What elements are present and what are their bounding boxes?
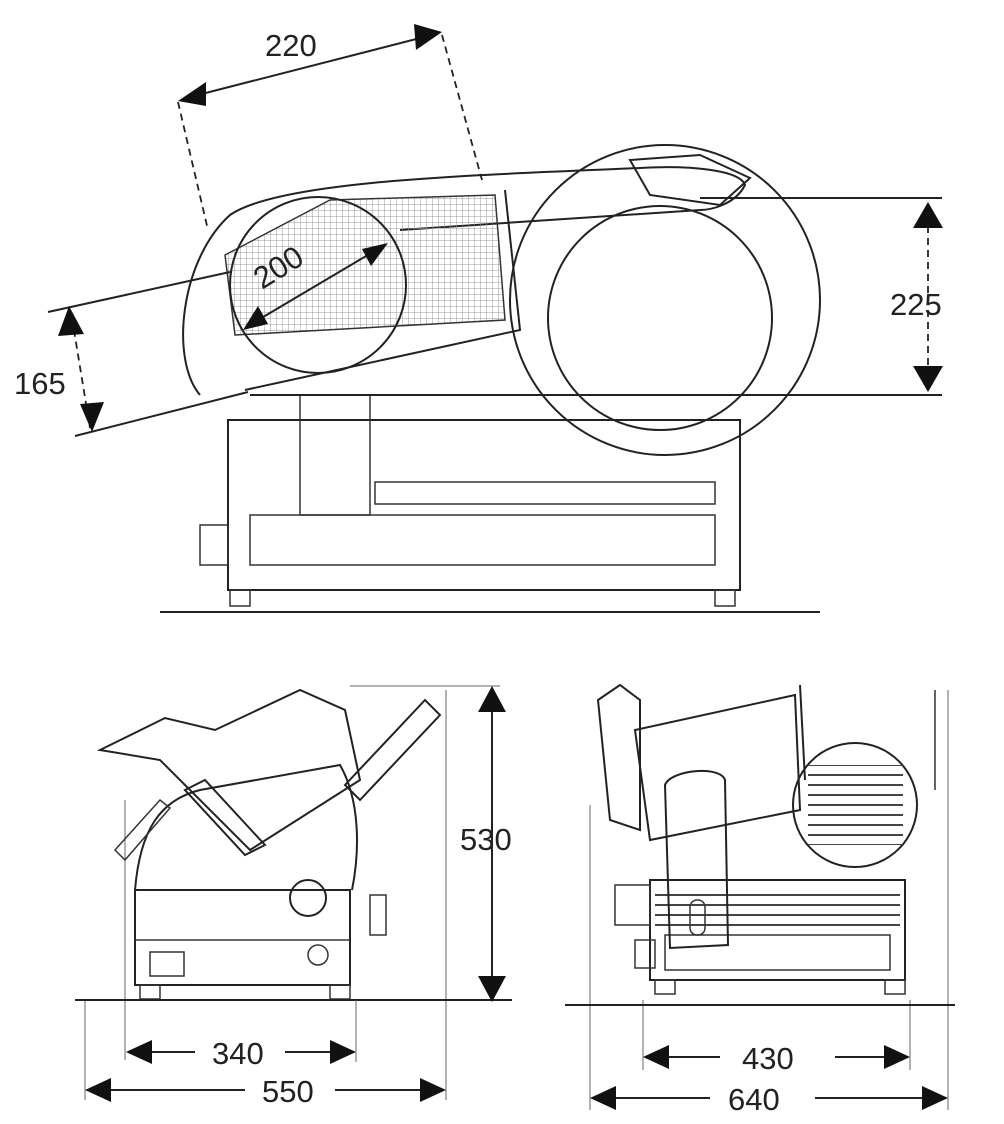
side-foot-l bbox=[654, 979, 676, 995]
dim-225-label: 225 bbox=[890, 287, 942, 322]
front-body bbox=[134, 763, 358, 891]
dim-550-label: 550 bbox=[262, 1074, 314, 1109]
rail bbox=[374, 481, 716, 505]
dim-220-label: 220 bbox=[265, 28, 317, 63]
front-switch bbox=[307, 944, 329, 966]
pusher-circle bbox=[229, 196, 407, 374]
foot-right bbox=[714, 589, 736, 607]
side-tray bbox=[633, 693, 802, 842]
dim-340-label: 340 bbox=[212, 1036, 264, 1071]
dim-640-label: 640 bbox=[728, 1082, 780, 1117]
front-view: 530 340 550 bbox=[75, 685, 512, 1109]
front-base bbox=[134, 889, 351, 986]
front-knob bbox=[289, 879, 327, 917]
side-blade-guard bbox=[792, 742, 918, 868]
top-view: 220 200 165 225 bbox=[14, 24, 943, 613]
side-plate bbox=[596, 683, 641, 832]
front-handle bbox=[343, 698, 442, 802]
side-panel bbox=[664, 934, 891, 971]
blade-guard-circle bbox=[509, 144, 821, 456]
carriage-slide bbox=[299, 394, 371, 516]
front-arm bbox=[113, 798, 172, 862]
foot-left bbox=[229, 589, 251, 607]
base-panel bbox=[249, 514, 716, 566]
blade-circle bbox=[547, 205, 773, 431]
dim-340: 340 bbox=[126, 1000, 357, 1071]
side-base bbox=[649, 879, 906, 981]
side-foot-r bbox=[884, 979, 906, 995]
product-tray bbox=[224, 194, 506, 336]
handle-grip bbox=[628, 153, 752, 207]
dim-530: 530 bbox=[460, 686, 512, 1002]
side-slot bbox=[689, 899, 706, 936]
side-base-ribs bbox=[655, 890, 900, 930]
side-column bbox=[663, 769, 730, 950]
side-view: 430 640 bbox=[565, 683, 955, 1117]
base-body bbox=[227, 419, 741, 591]
front-foot-l bbox=[139, 984, 161, 1000]
dim-165-label: 165 bbox=[14, 366, 66, 401]
front-pusher bbox=[183, 778, 267, 857]
dim-550: 550 bbox=[85, 1074, 446, 1109]
side-knob-top bbox=[614, 884, 651, 926]
dim-220: 220 bbox=[177, 24, 483, 231]
side-blade-ribs bbox=[808, 765, 903, 845]
front-foot-r bbox=[329, 984, 351, 1000]
dim-430: 430 bbox=[643, 1041, 910, 1076]
dim-165: 165 bbox=[14, 271, 249, 437]
side-knob-bottom bbox=[634, 939, 656, 969]
front-side-knob bbox=[369, 894, 387, 936]
knob bbox=[199, 524, 229, 566]
dim-640: 640 bbox=[590, 1082, 948, 1117]
side-rod bbox=[799, 684, 806, 781]
dim-225: 225 bbox=[250, 197, 943, 396]
front-label-plate bbox=[149, 951, 185, 977]
front-carriage bbox=[96, 688, 362, 852]
carriage-housing bbox=[182, 166, 747, 396]
dim-530-label: 530 bbox=[460, 822, 512, 857]
dim-430-label: 430 bbox=[742, 1041, 794, 1076]
